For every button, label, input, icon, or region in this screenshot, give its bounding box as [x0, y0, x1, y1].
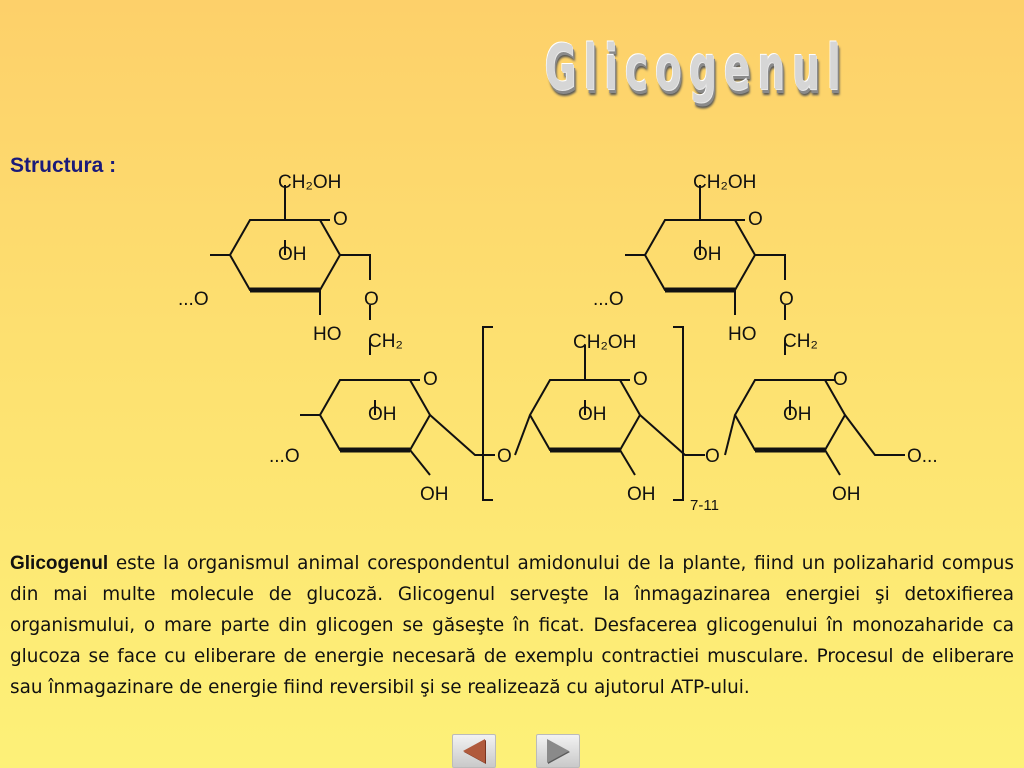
repeat-bracket-right [673, 326, 684, 501]
glucose-ring-bottom-middle [514, 345, 705, 476]
section-label: Structura : [10, 154, 117, 177]
hydroxyl-label: OH [783, 404, 812, 425]
methylene-label: CH₂ [368, 331, 403, 352]
hydroxyl-label: OH [368, 404, 397, 425]
previous-slide-button[interactable] [452, 734, 496, 768]
hydroxyl-label: HO [313, 324, 342, 345]
hydroxyl-label: OH [278, 244, 307, 265]
ring-oxygen-label: O [833, 369, 848, 390]
hydroxyl-label: OH [420, 484, 449, 505]
next-slide-button[interactable] [536, 734, 580, 768]
ch2oh-label: CH₂OH [278, 172, 341, 193]
glycosidic-oxygen-label: O [779, 289, 794, 310]
triangle-right-icon [547, 739, 569, 763]
repeat-bracket-left [482, 326, 493, 501]
description-lead: Glicogenul [10, 553, 109, 574]
glucose-ring-top-right [625, 185, 786, 355]
ring-oxygen-label: O [633, 369, 648, 390]
glycogen-structure-diagram: CH₂OH O OH HO ...O O CH₂ CH₂OH O OH HO .… [178, 172, 938, 514]
glucose-ring-bottom-right [724, 379, 905, 476]
hydroxyl-label: HO [728, 324, 757, 345]
repeat-count-label: 7-11 [690, 497, 719, 514]
hydroxyl-label: OH [627, 484, 656, 505]
glycosidic-oxygen-label: O [705, 446, 720, 467]
description-body: este la organismul animal corespondentul… [10, 553, 1014, 698]
chain-end-oxygen-label: ...O [178, 289, 209, 310]
slide-title: Glicogenul [544, 31, 848, 104]
glycosidic-oxygen-label: O [364, 289, 379, 310]
ch2oh-label: CH₂OH [573, 332, 636, 353]
chain-end-oxygen-label: ...O [269, 446, 300, 467]
hydroxyl-label: OH [693, 244, 722, 265]
ch2oh-label: CH₂OH [693, 172, 756, 193]
ring-oxygen-label: O [423, 369, 438, 390]
glucose-ring-top-left [210, 185, 371, 355]
triangle-left-icon [463, 739, 485, 763]
glycosidic-oxygen-label: O [497, 446, 512, 467]
glucose-ring-bottom-left [300, 379, 495, 476]
hydroxyl-label: OH [832, 484, 861, 505]
methylene-label: CH₂ [783, 331, 818, 352]
chain-end-oxygen-label: ...O [593, 289, 624, 310]
ring-oxygen-label: O [333, 209, 348, 230]
description-paragraph: Glicogenul este la organismul animal cor… [10, 548, 1014, 703]
hydroxyl-label: OH [578, 404, 607, 425]
ring-oxygen-label: O [748, 209, 763, 230]
chain-end-oxygen-label: O... [907, 446, 938, 467]
